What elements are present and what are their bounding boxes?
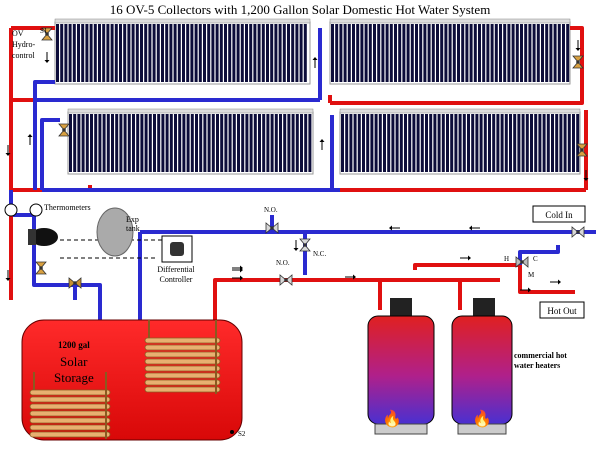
exp-label-1: Exp xyxy=(126,215,139,224)
valve-icon xyxy=(35,261,47,275)
valve-icon xyxy=(576,143,588,157)
cold-header-low xyxy=(40,118,60,190)
heaters-label-2: water heaters xyxy=(514,361,560,370)
diff-label-1: Differential xyxy=(157,265,195,274)
storage-label-1: 1200 gal xyxy=(58,340,90,350)
heater2-base xyxy=(457,423,507,435)
arrow-icon xyxy=(345,274,356,280)
arrow-icon xyxy=(319,139,325,150)
cold-in-label: Cold In xyxy=(545,210,573,220)
pump-icon xyxy=(28,228,58,246)
heater2-flue-icon xyxy=(473,298,495,318)
arrow-icon xyxy=(293,240,299,251)
arrow-icon xyxy=(389,225,400,231)
arrow-icon xyxy=(5,145,11,156)
hot-out-pipe xyxy=(518,285,575,294)
arrow-icon xyxy=(575,40,581,51)
heater1-tank xyxy=(367,315,435,425)
arrow-icon xyxy=(44,52,50,63)
controller-display-icon xyxy=(170,242,184,256)
hot-to-heaters xyxy=(213,278,500,320)
no-label-1: N.O. xyxy=(264,206,278,214)
diagram-title: 16 OV-5 Collectors with 1,200 Gallon Sol… xyxy=(110,2,491,17)
collector-panel xyxy=(329,18,571,85)
ov-label: OV xyxy=(12,29,24,38)
collector-panel xyxy=(339,108,581,175)
piping xyxy=(9,26,596,320)
cold-header-top xyxy=(33,80,55,190)
thermometer-icon xyxy=(29,203,43,217)
arrow-icon xyxy=(460,255,471,261)
storage-label-2: Solar xyxy=(60,354,88,369)
flame-icon: 🔥 xyxy=(472,409,492,428)
exp-label-2: tank xyxy=(126,224,140,233)
valve-icon xyxy=(41,27,53,41)
collector-panel xyxy=(67,108,314,175)
nc-label: N.C. xyxy=(313,250,326,258)
expansion-tank xyxy=(96,207,134,257)
control-label: control xyxy=(12,51,35,60)
thermometers-label: Thermometers xyxy=(44,203,91,212)
mix-c-label: C xyxy=(533,255,538,263)
sensor-s1-label: S1 xyxy=(40,27,48,35)
valve-icon xyxy=(68,277,82,289)
arrow-icon xyxy=(27,134,33,145)
arrow-icon xyxy=(232,275,243,281)
heater2-tank xyxy=(451,315,513,425)
valves xyxy=(35,27,588,289)
heaters-label-1: commercial hot xyxy=(514,351,567,360)
cold-in-box xyxy=(532,205,586,223)
storage-label-3: Storage xyxy=(54,370,94,385)
arrow-icon xyxy=(232,267,243,273)
thermometer-icon xyxy=(4,203,18,217)
valve-icon xyxy=(279,274,293,286)
valve-icon xyxy=(265,222,279,234)
mix-h-label: H xyxy=(504,255,509,263)
valve-icon xyxy=(572,55,584,69)
hot-return-right xyxy=(330,26,584,105)
valve-icon xyxy=(515,256,529,268)
hot-out-box xyxy=(539,301,585,319)
mix-m-label: M xyxy=(528,271,535,279)
arrow-icon xyxy=(583,170,589,181)
arrow-icon xyxy=(520,287,531,293)
sensor-s2-label: S2 xyxy=(238,430,246,438)
valve-icon xyxy=(58,123,70,137)
valve-icon xyxy=(299,238,311,252)
hot-out-label: Hot Out xyxy=(547,306,577,316)
sensor-s2-icon xyxy=(230,430,234,434)
arrow-icon xyxy=(550,279,561,285)
heat-exchanger-coils xyxy=(29,320,221,439)
coil-icon xyxy=(144,320,221,394)
flow-arrows xyxy=(5,40,589,293)
diff-label-2: Controller xyxy=(160,275,193,284)
water-heater-2: 🔥 xyxy=(451,298,513,435)
collector-array xyxy=(54,18,581,175)
water-heater-1: 🔥 xyxy=(367,298,435,435)
no-label-2: N.O. xyxy=(276,259,290,267)
arrow-icon xyxy=(5,270,11,281)
coil-icon xyxy=(29,372,111,439)
storage-cold-inlet xyxy=(75,283,102,320)
collector-panel xyxy=(54,18,311,85)
heater1-flue-icon xyxy=(390,298,412,318)
heater-hot-manifold xyxy=(413,263,522,285)
heater1-base xyxy=(374,423,428,435)
mixing-cold xyxy=(518,245,560,265)
hydro-label: Hydro- xyxy=(12,40,35,49)
arrow-icon xyxy=(469,225,480,231)
valve-icon xyxy=(571,226,585,238)
arrow-icon xyxy=(312,57,318,68)
flame-icon: 🔥 xyxy=(382,409,402,428)
